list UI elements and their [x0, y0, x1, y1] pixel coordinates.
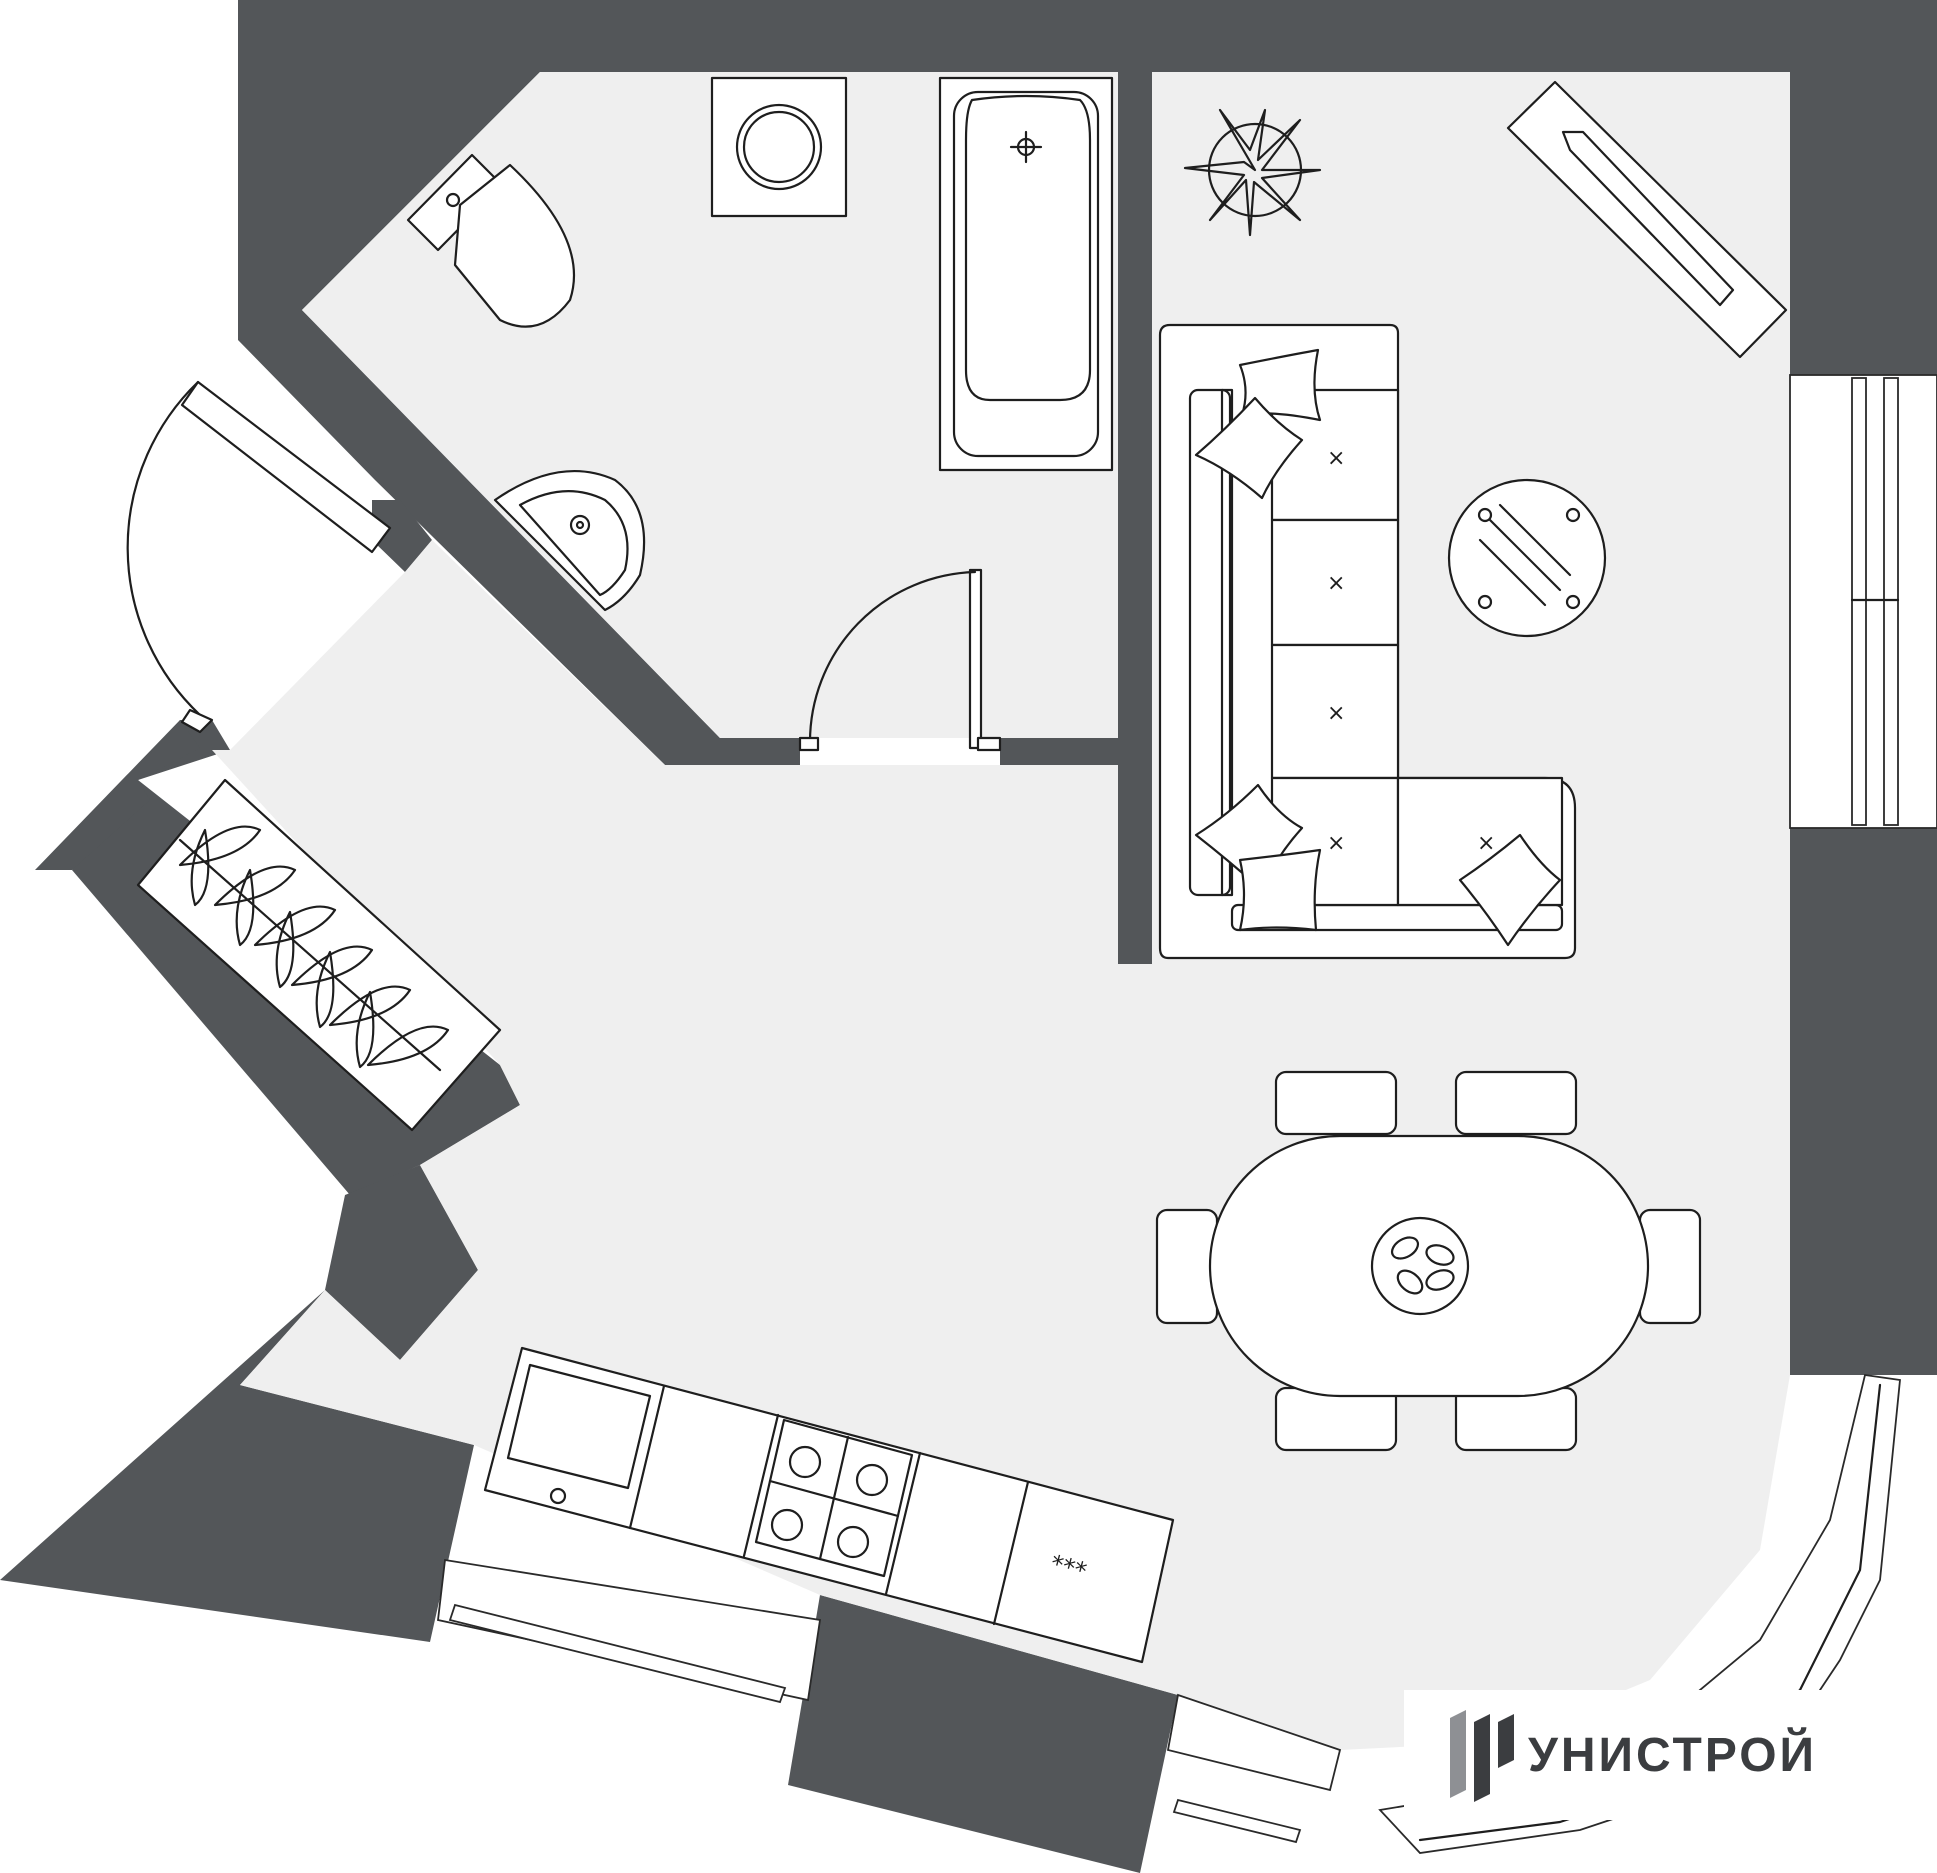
sofa-cushion-mark: ×	[1327, 446, 1345, 471]
sofa-cushion-mark: ×	[1327, 571, 1345, 596]
sofa-cushion-mark: ×	[1327, 701, 1345, 726]
brand-name: УНИСТРОЙ	[1528, 1728, 1818, 1782]
washing-machine	[710, 76, 848, 218]
kitchen-counter: ***	[483, 1346, 1175, 1664]
toilet	[406, 153, 576, 328]
sofa-cushion-mark: ×	[1327, 831, 1345, 856]
bathroom-door	[798, 568, 1002, 752]
bathtub	[938, 76, 1114, 472]
corner-sofa: × × × × ×	[1158, 323, 1577, 960]
entrance-door	[126, 380, 392, 734]
sofa-cushion-mark: ×	[1477, 831, 1495, 856]
dining-table	[1208, 1134, 1650, 1398]
dining-chairs	[1155, 1070, 1702, 1452]
shoe-rack	[136, 778, 502, 1132]
round-coffee-table	[1447, 478, 1607, 638]
tv-stand	[1506, 80, 1788, 359]
plant	[1183, 108, 1322, 237]
brand-logo: УНИСТРОЙ	[1404, 1690, 1892, 1820]
corner-sink	[493, 470, 646, 612]
brand-logo-icon	[1450, 1710, 1514, 1802]
